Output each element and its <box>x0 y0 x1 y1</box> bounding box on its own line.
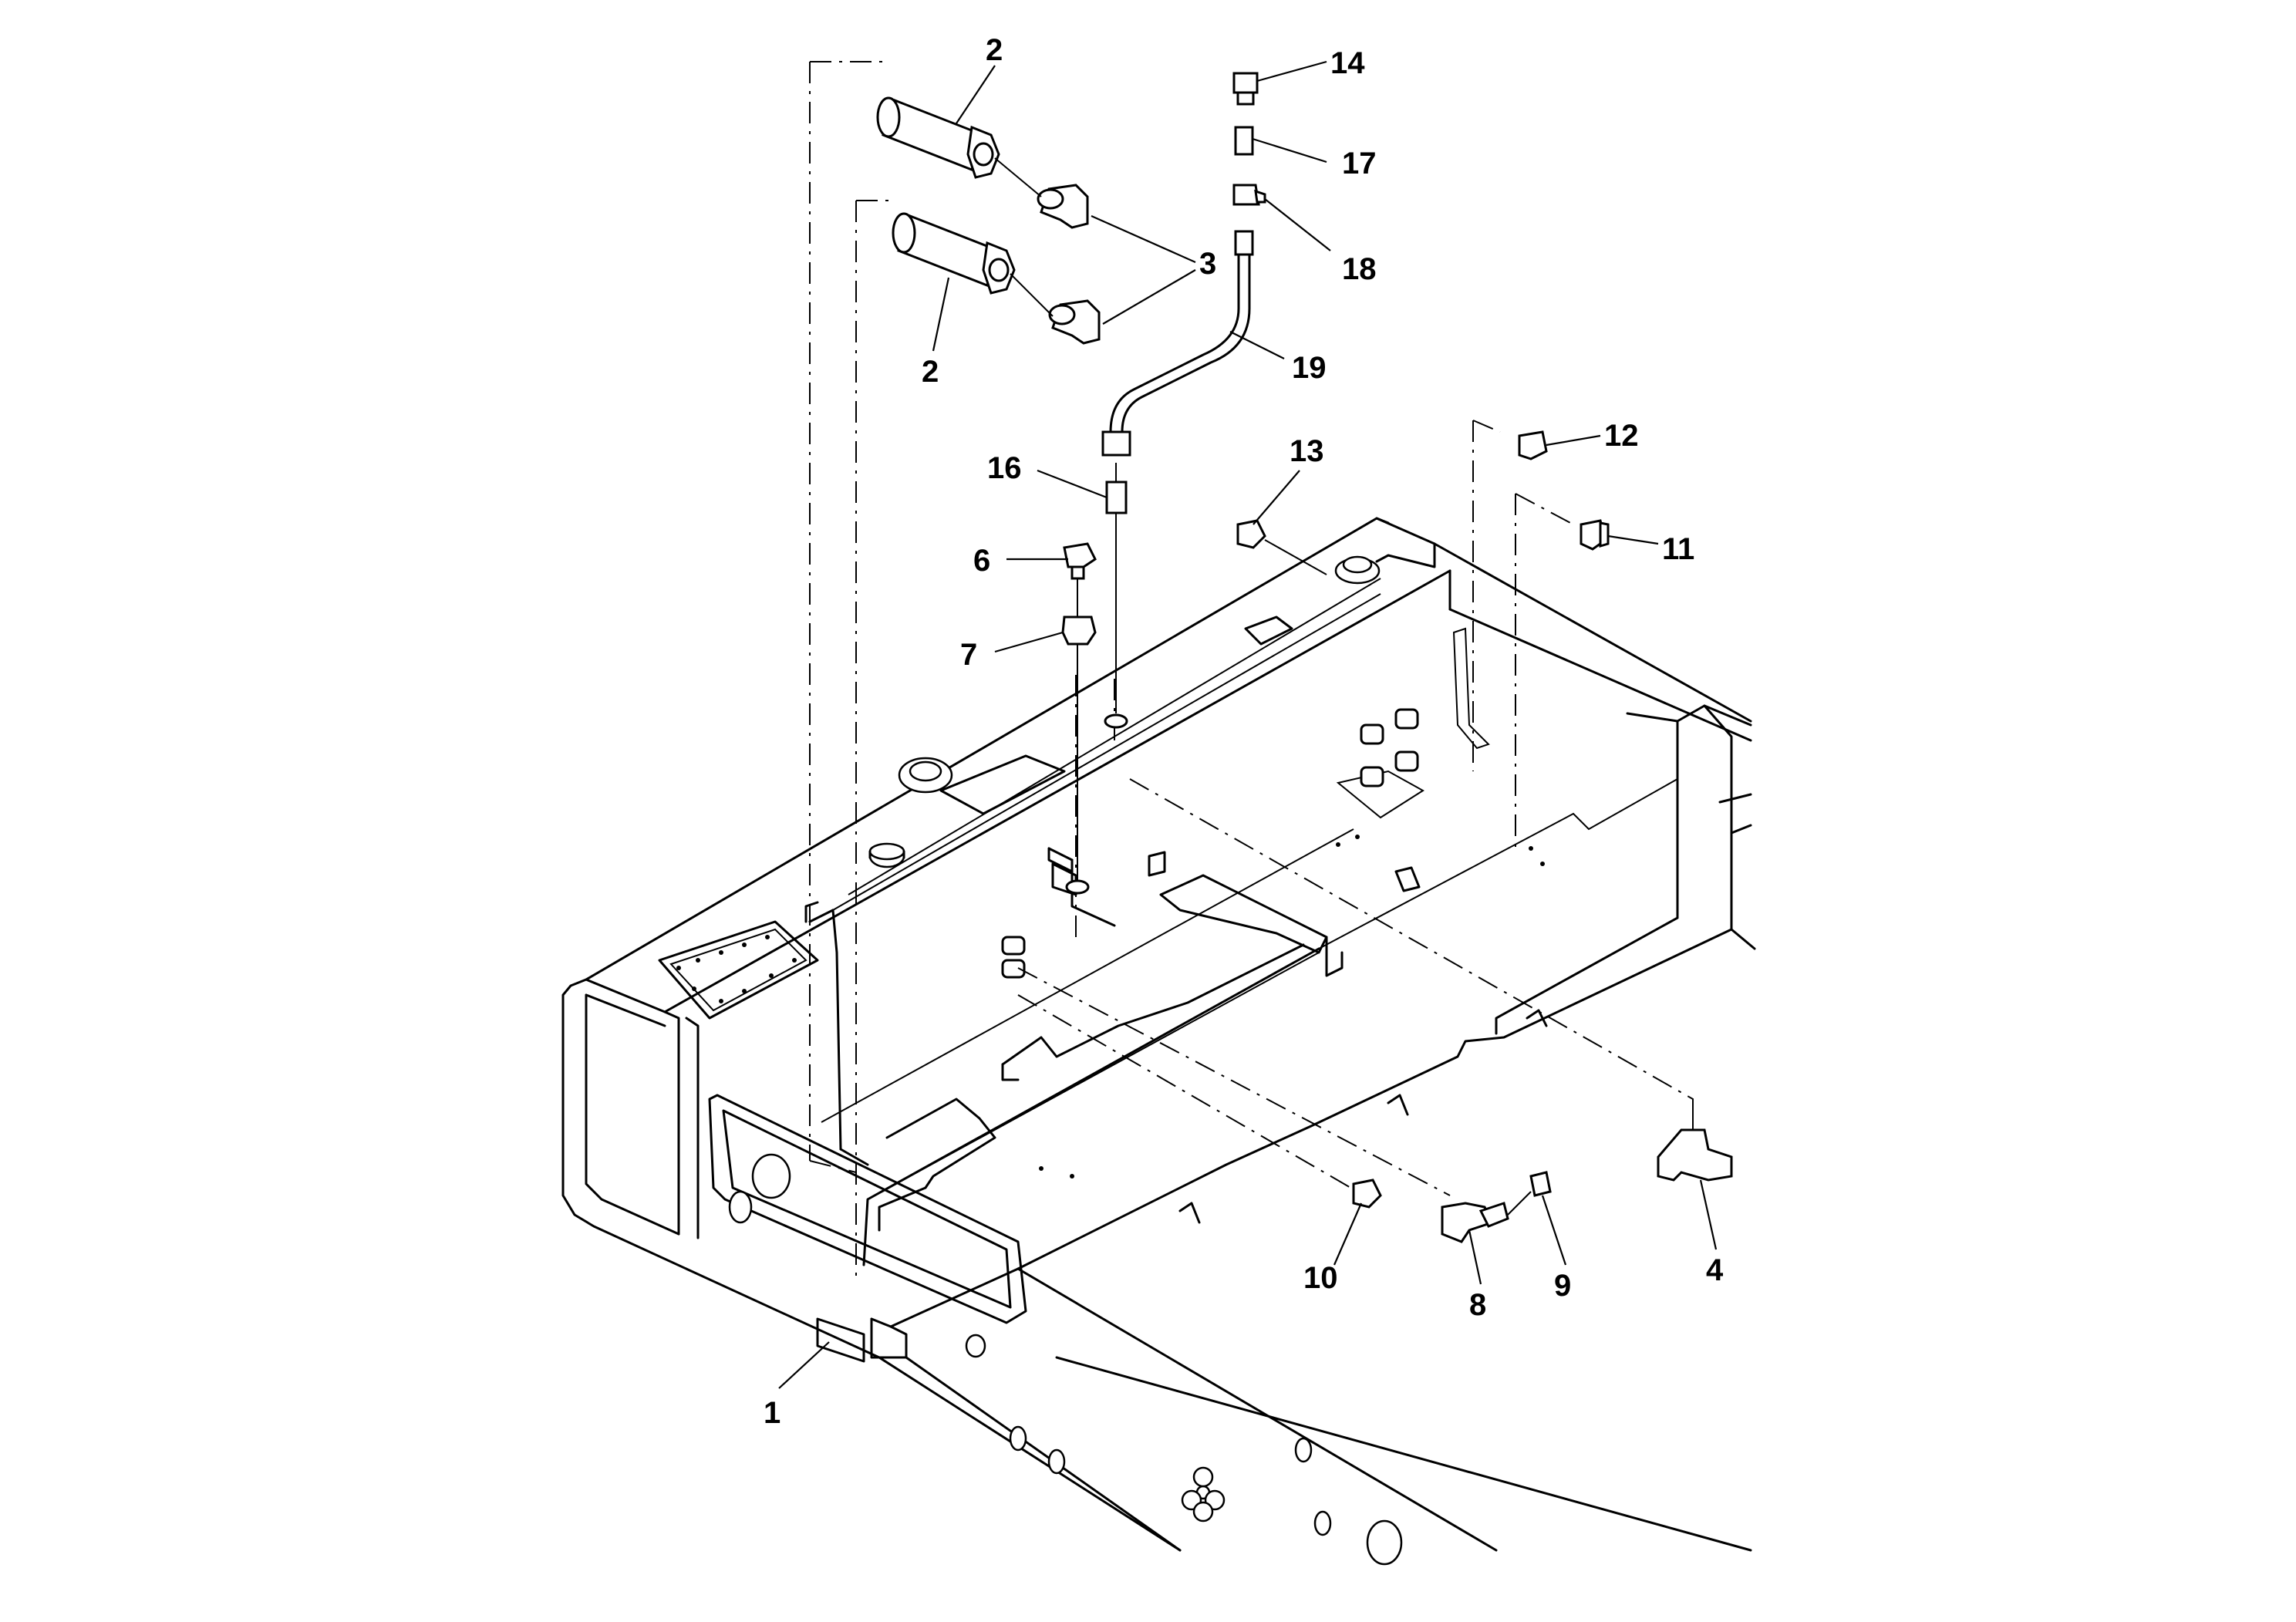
callout-8: 8 <box>1469 1288 1486 1322</box>
part-16-adapter <box>1104 463 1128 729</box>
callout-14: 14 <box>1330 46 1365 80</box>
callout-labels: 1 2 2 3 4 6 7 8 9 10 11 12 13 14 16 17 1… <box>764 33 1724 1430</box>
callout-2-lower: 2 <box>922 355 939 389</box>
part-18-clamp <box>1232 184 1266 206</box>
part-3-elbow-lower <box>1048 299 1101 345</box>
part-12-plug <box>1518 430 1548 460</box>
callout-4: 4 <box>1706 1253 1724 1287</box>
part-11-plug <box>1580 519 1610 551</box>
part-10-plug <box>1352 1179 1382 1209</box>
callout-17: 17 <box>1342 147 1377 180</box>
part-14-cap <box>1232 72 1259 106</box>
callout-19: 19 <box>1292 351 1327 385</box>
frame-features <box>676 555 1548 1566</box>
callout-10: 10 <box>1303 1261 1338 1295</box>
callout-13: 13 <box>1290 434 1324 468</box>
callout-9: 9 <box>1554 1269 1571 1303</box>
callout-16: 16 <box>987 451 1022 485</box>
part-7-nut <box>1061 615 1097 895</box>
part-4-tee-fitting <box>1657 1111 1733 1182</box>
callout-6: 6 <box>973 544 990 578</box>
part-3-elbow-upper <box>1037 184 1089 229</box>
part-2-cylinder-lower <box>892 212 1016 295</box>
callout-12: 12 <box>1604 419 1639 453</box>
callout-3: 3 <box>1199 247 1216 281</box>
part-6-tee <box>1063 542 1097 617</box>
callout-18: 18 <box>1342 252 1377 286</box>
clover-feature <box>1181 1466 1226 1523</box>
callout-2-upper: 2 <box>986 33 1003 67</box>
callout-1: 1 <box>764 1396 781 1430</box>
part-13-plug <box>1236 519 1327 575</box>
callout-11: 11 <box>1662 532 1694 566</box>
part-9-fitting <box>1507 1171 1552 1216</box>
part-17-fitting <box>1234 126 1254 156</box>
part-2-cylinder-upper <box>876 96 1000 179</box>
part-8-elbow <box>1441 1202 1509 1243</box>
leader-lines <box>778 60 1718 1389</box>
frame-body <box>561 517 1756 1552</box>
part-19-hose <box>1101 230 1254 457</box>
callout-7: 7 <box>960 638 977 672</box>
